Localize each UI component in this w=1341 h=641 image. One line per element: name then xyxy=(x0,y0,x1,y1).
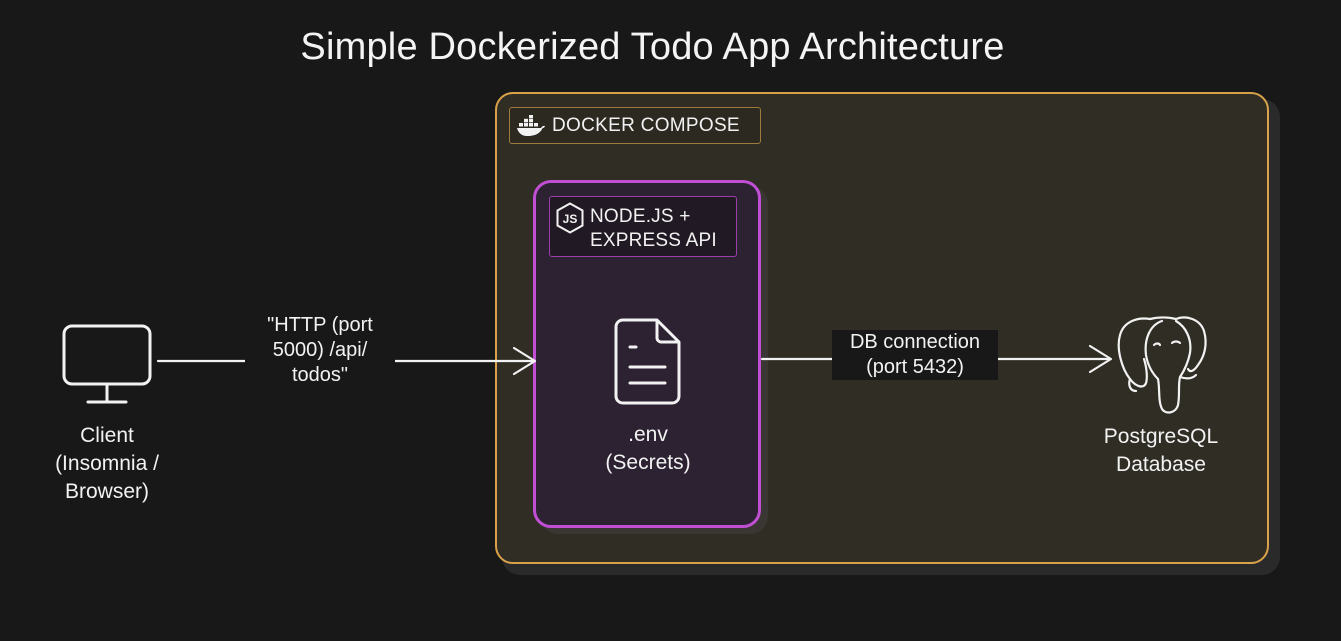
edge-client-to-api-arrowhead xyxy=(512,346,537,376)
docker-compose-label-text: DOCKER COMPOSE xyxy=(552,114,740,136)
svg-text:JS: JS xyxy=(563,212,578,226)
diagram-title: Simple Dockerized Todo App Architecture xyxy=(300,26,1005,68)
api-label-text: NODE.JS + EXPRESS API xyxy=(590,206,717,251)
edge-client-to-api-label: "HTTP (port 5000) /api/ todos" xyxy=(245,313,395,388)
docker-compose-label: DOCKER COMPOSE xyxy=(509,107,761,144)
api-label-box xyxy=(549,196,737,257)
database-label: PostgreSQL Database xyxy=(1103,425,1219,476)
edge-api-to-db-label: DB connection (port 5432) xyxy=(832,330,998,380)
client-label: Client (Insomnia / Browser) xyxy=(55,424,159,503)
nodejs-icon: JS xyxy=(556,202,584,234)
edge-api-to-db-arrowhead xyxy=(1088,344,1113,374)
monitor-icon xyxy=(62,324,152,404)
file-icon xyxy=(614,318,681,405)
env-label: .env (Secrets) xyxy=(605,423,691,474)
docker-whale-icon xyxy=(517,114,545,136)
postgresql-elephant-icon xyxy=(1117,316,1207,414)
